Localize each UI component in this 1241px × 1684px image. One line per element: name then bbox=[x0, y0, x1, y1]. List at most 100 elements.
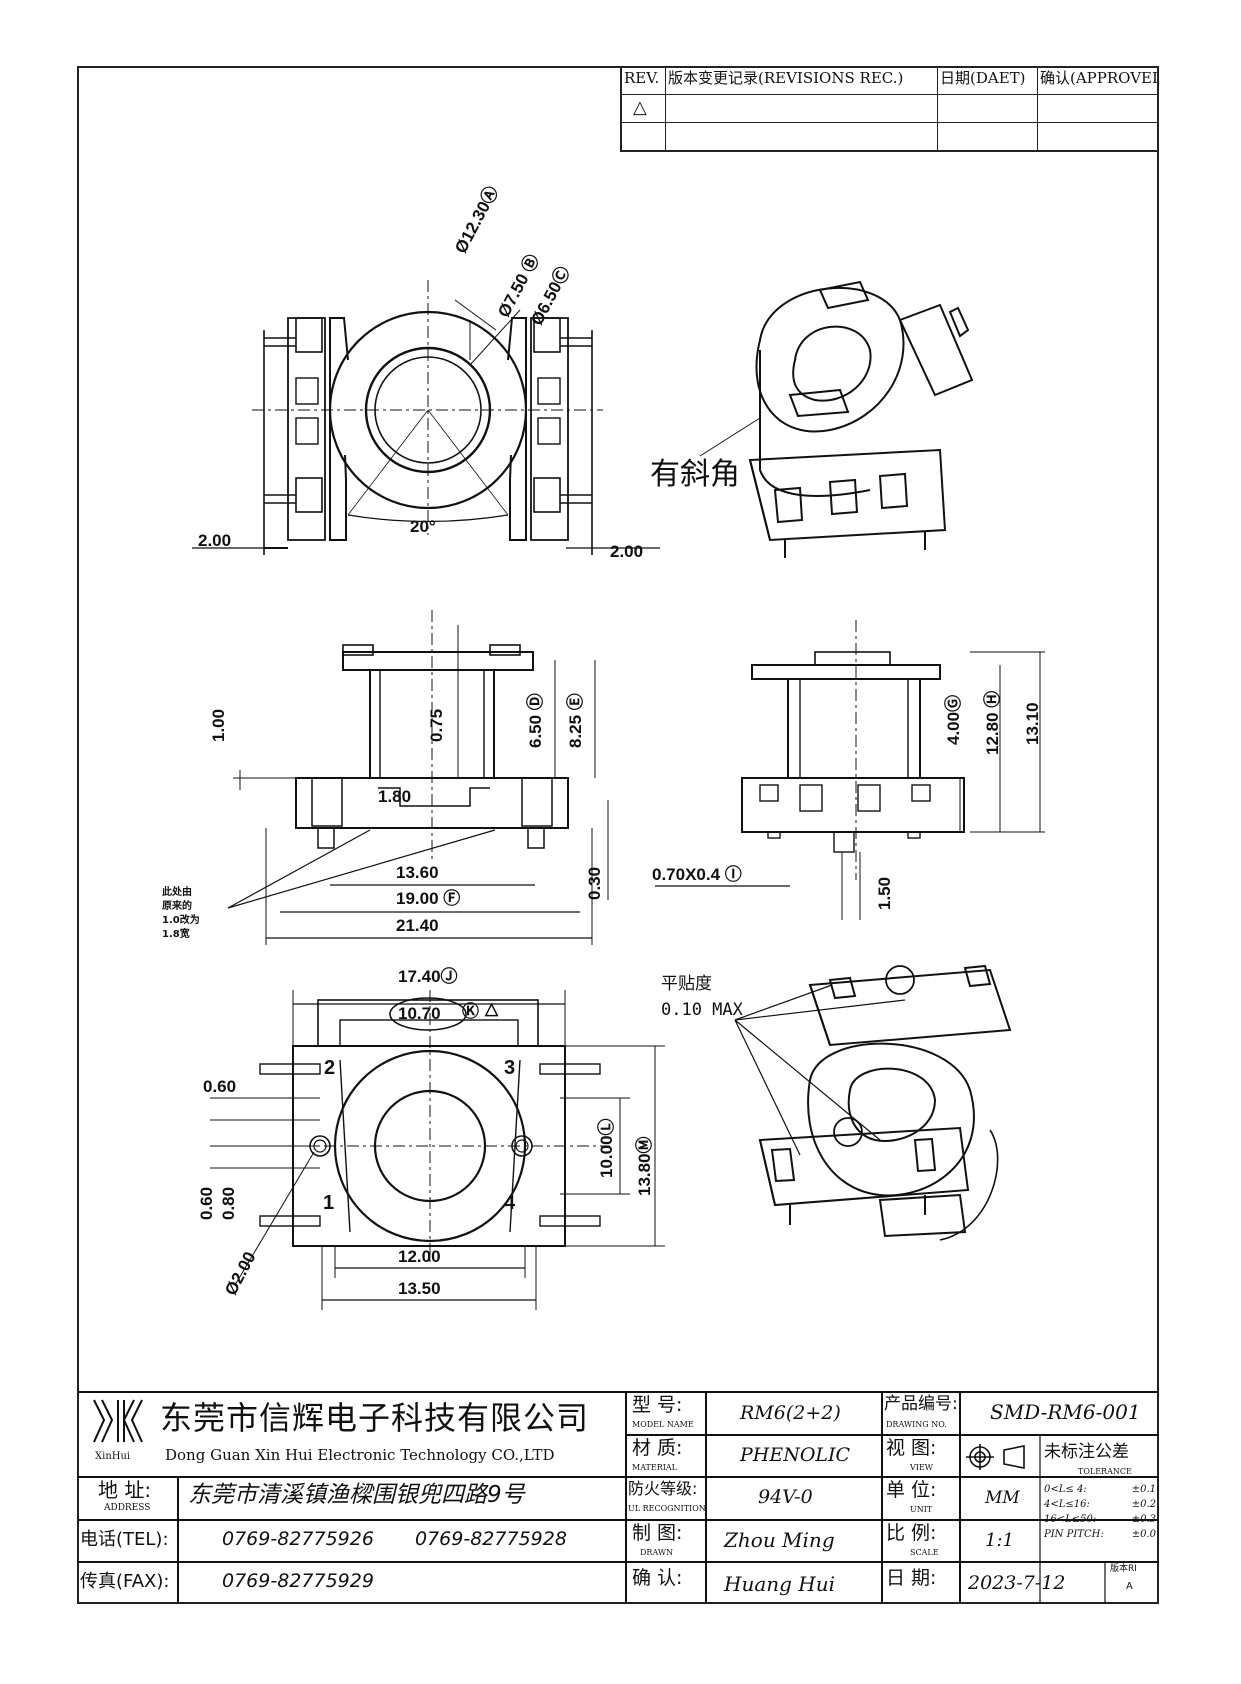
dim-1-80: 1.80 bbox=[378, 787, 412, 806]
dwg-label: 产品编号: bbox=[884, 1394, 958, 1414]
model-label: 型 号: bbox=[632, 1394, 683, 1416]
ul-value: 94V-0 bbox=[758, 1486, 813, 1508]
dim-warning-icon: △ bbox=[485, 999, 499, 1018]
tel-number-2: 0769-82775928 bbox=[415, 1528, 567, 1550]
approve-header: 确认(APPROVEI bbox=[1040, 69, 1158, 87]
view-label: 视 图: bbox=[886, 1437, 937, 1459]
ul-label: 防火等级: bbox=[628, 1479, 698, 1498]
tolerance-row: 4<L≤16:±0.2 bbox=[1044, 1497, 1156, 1512]
flatness-value: 0.10 MAX bbox=[661, 1000, 743, 1020]
unit-label: 单 位: bbox=[886, 1479, 937, 1501]
version-label: 版本RI bbox=[1110, 1564, 1137, 1574]
modification-note: 此处由 原来的 1.0改为 1.8宽 bbox=[162, 886, 200, 942]
dim-0-80: 0.80 bbox=[219, 1186, 238, 1220]
dim-angle: 20° bbox=[410, 517, 436, 536]
front-view bbox=[227, 610, 609, 945]
pin-label-1: 1 bbox=[323, 1192, 335, 1214]
dim-8-25: 8.25 Ⓔ bbox=[566, 693, 585, 748]
model-value: RM6(2+2) bbox=[740, 1402, 841, 1424]
tel-number-1: 0769-82775926 bbox=[222, 1528, 374, 1550]
dim-13-50: 13.50 bbox=[398, 1279, 441, 1298]
tolerance-row: PIN PITCH: ±0.0 bbox=[1044, 1527, 1156, 1542]
model-label-en: MODEL NAME bbox=[632, 1420, 694, 1429]
company-name-en: Dong Guan Xin Hui Electronic Technology … bbox=[165, 1446, 555, 1464]
dim-17-40: 17.40Ⓙ bbox=[398, 967, 458, 986]
projection-symbol-icon bbox=[966, 1444, 1025, 1470]
tolerance-range: PIN PITCH: bbox=[1044, 1529, 1104, 1540]
tolerance-value: ±0.0 bbox=[1131, 1529, 1156, 1540]
version-value: A bbox=[1126, 1581, 1133, 1592]
dim-13-80: 13.80Ⓜ bbox=[635, 1136, 654, 1196]
address-label: 地 址: bbox=[98, 1478, 152, 1502]
confirm-label: 确 认: bbox=[632, 1567, 683, 1589]
confirm-value: Huang Hui bbox=[724, 1572, 836, 1596]
ul-label-en: UL RECOGNITION bbox=[628, 1504, 706, 1513]
logo-text: XinHui bbox=[95, 1451, 131, 1462]
chamfer-note: 有斜角 bbox=[650, 457, 740, 492]
revisions-header: 版本变更记录(REVISIONS REC.) bbox=[668, 69, 904, 87]
dim-13-60: 13.60 bbox=[396, 863, 439, 882]
flatness-label: 平贴度 bbox=[661, 974, 712, 994]
dim-0-30: 0.30 bbox=[585, 866, 604, 900]
material-value: PHENOLIC bbox=[740, 1444, 851, 1466]
dim-1-50: 1.50 bbox=[875, 876, 894, 910]
note-line: 1.0改为 bbox=[162, 915, 200, 926]
warning-triangle-icon: △ bbox=[633, 97, 647, 118]
dim-0-60-b: 0.60 bbox=[197, 1186, 216, 1220]
side-view bbox=[655, 620, 1045, 920]
tolerance-range: 16<L≤50: bbox=[1044, 1514, 1097, 1525]
drawing-sheet bbox=[77, 66, 1159, 1604]
dim-12-00: 12.00 bbox=[398, 1247, 441, 1266]
dwg-label-en: DRAWING NO. bbox=[886, 1420, 947, 1429]
dim-10-70-tag: Ⓚ bbox=[462, 1002, 479, 1021]
tolerance-label: 未标注公差 bbox=[1044, 1442, 1129, 1462]
dim-10-70: 10.70 bbox=[398, 1004, 441, 1023]
dim-21-40: 21.40 bbox=[396, 916, 439, 935]
material-label-en: MATERIAL bbox=[632, 1463, 677, 1472]
dim-6-50: 6.50 Ⓓ bbox=[526, 693, 545, 748]
dim-12-80: 12.80 Ⓗ bbox=[983, 690, 1002, 755]
unit-label-en: UNIT bbox=[910, 1505, 933, 1514]
tolerance-row: 16<L≤50: ±0.3 bbox=[1044, 1512, 1156, 1527]
tolerance-range: 0<L≤ 4: bbox=[1044, 1484, 1087, 1495]
dim-0-60-a: 0.60 bbox=[203, 1077, 237, 1096]
dim-left-pin: 2.00 bbox=[198, 531, 232, 550]
scale-label-en: SCALE bbox=[910, 1548, 939, 1557]
fax-number: 0769-82775929 bbox=[222, 1570, 374, 1592]
pin-label-4: 4 bbox=[504, 1192, 516, 1214]
rev-header: REV. bbox=[624, 69, 660, 87]
date-value: 2023-7-12 bbox=[968, 1572, 1066, 1594]
tel-label: 电话(TEL): bbox=[80, 1529, 169, 1550]
iso-view-top bbox=[699, 280, 974, 558]
bottom-view bbox=[210, 990, 665, 1310]
drawn-label-en: DRAWN bbox=[640, 1548, 674, 1557]
tolerance-row: 0<L≤ 4:±0.1 bbox=[1044, 1482, 1156, 1497]
tolerance-value: ±0.2 bbox=[1131, 1499, 1156, 1510]
drawing-number: SMD-RM6-001 bbox=[990, 1400, 1141, 1424]
address-label-en: ADDRESS bbox=[104, 1503, 151, 1513]
title-block-grid bbox=[77, 1391, 1159, 1604]
company-name-cn: 东莞市信辉电子科技有限公司 bbox=[160, 1399, 590, 1437]
note-line: 原来的 bbox=[162, 901, 192, 912]
dim-right-pin: 2.00 bbox=[610, 542, 644, 561]
tolerance-label-en: TOLERANCE bbox=[1078, 1467, 1132, 1476]
dim-1-00: 1.00 bbox=[209, 708, 228, 742]
view-label-en: VIEW bbox=[910, 1463, 933, 1472]
dim-4-00: 4.00Ⓖ bbox=[944, 694, 963, 745]
date-label: 日 期: bbox=[886, 1567, 937, 1589]
tolerance-table: 0<L≤ 4:±0.1 4<L≤16:±0.2 16<L≤50: ±0.3 PIN… bbox=[1044, 1482, 1156, 1542]
iso-view-bottom bbox=[734, 964, 1012, 1241]
unit-value: MM bbox=[985, 1488, 1020, 1508]
material-label: 材 质: bbox=[632, 1437, 683, 1459]
fax-label: 传真(FAX): bbox=[80, 1571, 170, 1592]
note-line: 此处由 bbox=[162, 887, 192, 898]
dim-10-00: 10.00Ⓛ bbox=[597, 1118, 616, 1178]
top-view bbox=[192, 280, 660, 555]
scale-value: 1:1 bbox=[985, 1530, 1014, 1551]
dim-19-00: 19.00 Ⓕ bbox=[396, 889, 461, 908]
scale-label: 比 例: bbox=[886, 1522, 937, 1544]
tolerance-value: ±0.3 bbox=[1131, 1514, 1156, 1525]
drawn-value: Zhou Ming bbox=[724, 1528, 835, 1552]
pin-label-2: 2 bbox=[324, 1057, 336, 1079]
date-header: 日期(DAET) bbox=[940, 69, 1026, 87]
